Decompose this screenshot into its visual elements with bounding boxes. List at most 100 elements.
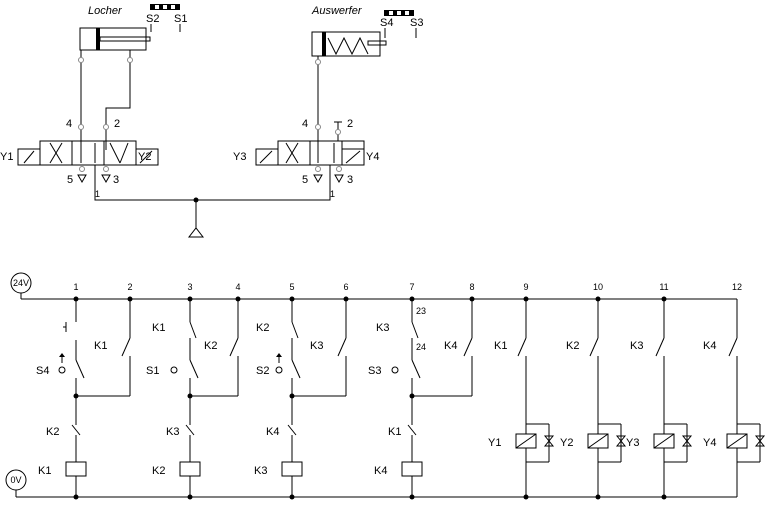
- junction: [187, 494, 193, 500]
- coil-k4: [401, 461, 423, 477]
- contact-label-s4: S4: [36, 365, 49, 377]
- junction: [187, 296, 193, 302]
- junction: [409, 494, 415, 500]
- valve1-box-right: [103, 140, 137, 166]
- node: [78, 57, 84, 63]
- valve1-port-3: 3: [113, 174, 119, 186]
- rung-1: S4 K2 K1: [36, 296, 87, 500]
- rail-gap: [397, 11, 401, 15]
- junction: [73, 494, 79, 500]
- flow-arrow: [109, 142, 121, 164]
- contact-label-k3: K3: [310, 340, 323, 352]
- contact-label-k1: K1: [94, 340, 107, 352]
- contact-label-s2: S2: [256, 365, 269, 377]
- valve2-solenoid-y4: Y4: [366, 151, 379, 163]
- contact-k3: [337, 337, 347, 357]
- rail-gap: [405, 11, 409, 15]
- supply-24v-label: 24V: [13, 278, 29, 288]
- node: [315, 59, 321, 65]
- node: [335, 129, 341, 135]
- contact-label-k2: K2: [566, 340, 579, 352]
- column-number: 11: [659, 282, 668, 292]
- solenoid-label-y4: Y4: [703, 437, 716, 449]
- coil-label-k3: K3: [254, 465, 267, 477]
- valve1-port-2: 2: [114, 118, 120, 130]
- coil-k2: [179, 461, 201, 477]
- contact-k4: [463, 337, 473, 357]
- coil-k3: [281, 461, 303, 477]
- contact-s1: [189, 359, 199, 379]
- column-number: 2: [127, 282, 132, 292]
- nc-contact-label-k1: K1: [388, 426, 401, 438]
- cylinder1-sensor-s2: S2: [146, 13, 159, 25]
- contact-k4: [728, 337, 738, 357]
- contact-k1: [121, 337, 131, 357]
- valve2-actuator-left: [255, 148, 279, 166]
- contact-label-s1: S1: [146, 365, 159, 377]
- exhaust-icon: [334, 174, 344, 184]
- valve2-box-right: [341, 140, 365, 166]
- electrical-circuit: 24V 0V 1 2 3 4 5 6 7 8 9 10 11 12: [5, 272, 766, 500]
- valve1-port-1: 1: [95, 189, 100, 199]
- contact-k3: [411, 321, 419, 339]
- sensor-arrow-icon: [276, 353, 282, 357]
- cylinder2-label: Auswerfer: [311, 5, 363, 17]
- junction: [595, 296, 601, 302]
- contact-label-s3: S3: [368, 365, 381, 377]
- column-numbers: 1 2 3 4 5 6 7 8 9 10 11 12: [73, 282, 742, 292]
- solenoid-mark: [653, 433, 675, 449]
- contact-k1: [189, 321, 197, 339]
- sensor-icon: [58, 366, 66, 374]
- contact-s3: [411, 359, 421, 379]
- junction: [523, 494, 529, 500]
- column-number: 5: [289, 282, 294, 292]
- air-supply-line: [94, 165, 331, 201]
- indicator-icon: [681, 440, 693, 447]
- flow-arrow: [119, 142, 129, 164]
- contact-k2: [229, 337, 239, 357]
- sensor-icon: [391, 366, 399, 374]
- actuator-mark: [139, 150, 153, 164]
- pressure-source-icon: [187, 227, 205, 238]
- contact-label-k3: K3: [376, 322, 389, 334]
- rail-gap: [155, 5, 159, 9]
- sensor-icon: [275, 366, 283, 374]
- valve2-port-2: 2: [347, 118, 353, 130]
- rung-3: K1 S1 K3 K2: [146, 296, 201, 500]
- cylinder1-label: Locher: [88, 5, 123, 17]
- actuator-mark: [23, 150, 35, 164]
- indicator-icon: [543, 440, 555, 447]
- valve1-box-center: [71, 140, 105, 166]
- cylinder1-piston: [96, 28, 100, 50]
- valve1-actuator-right: [135, 148, 159, 166]
- cylinder2-body: [311, 31, 381, 57]
- rail-gap: [171, 5, 175, 9]
- coil-label-k1: K1: [38, 465, 51, 477]
- cylinder2-spring: [327, 36, 369, 56]
- valve1-solenoid-y1: Y1: [0, 151, 13, 163]
- column-number: 6: [343, 282, 348, 292]
- column-number: 3: [187, 282, 192, 292]
- cylinder2-sensor-s4: S4: [380, 17, 393, 29]
- rung-10: K2 Y2: [560, 296, 627, 500]
- pneumatic-circuit: Locher S2 S1 4 2 Y1 Y2 5: [0, 4, 423, 238]
- junction: [193, 197, 199, 203]
- contact-k2: [291, 321, 299, 339]
- contact-label-k4: K4: [703, 340, 716, 352]
- node: [336, 166, 342, 172]
- contact-k1: [517, 337, 527, 357]
- coil-label-k2: K2: [152, 465, 165, 477]
- nc-contact: [287, 424, 297, 436]
- valve1-port-4: 4: [66, 118, 72, 130]
- actuator-mark: [345, 150, 361, 164]
- rung-7: 23 K3 24 S3 K1 K4: [368, 296, 426, 500]
- cylinder2-rod: [367, 40, 387, 46]
- column-number: 1: [73, 282, 78, 292]
- column-number: 8: [469, 282, 474, 292]
- nc-contact-label-k4: K4: [266, 426, 279, 438]
- junction: [235, 296, 241, 302]
- rung-12: K4 Y4: [703, 299, 766, 497]
- contact-label-k3: K3: [630, 340, 643, 352]
- junction: [661, 296, 667, 302]
